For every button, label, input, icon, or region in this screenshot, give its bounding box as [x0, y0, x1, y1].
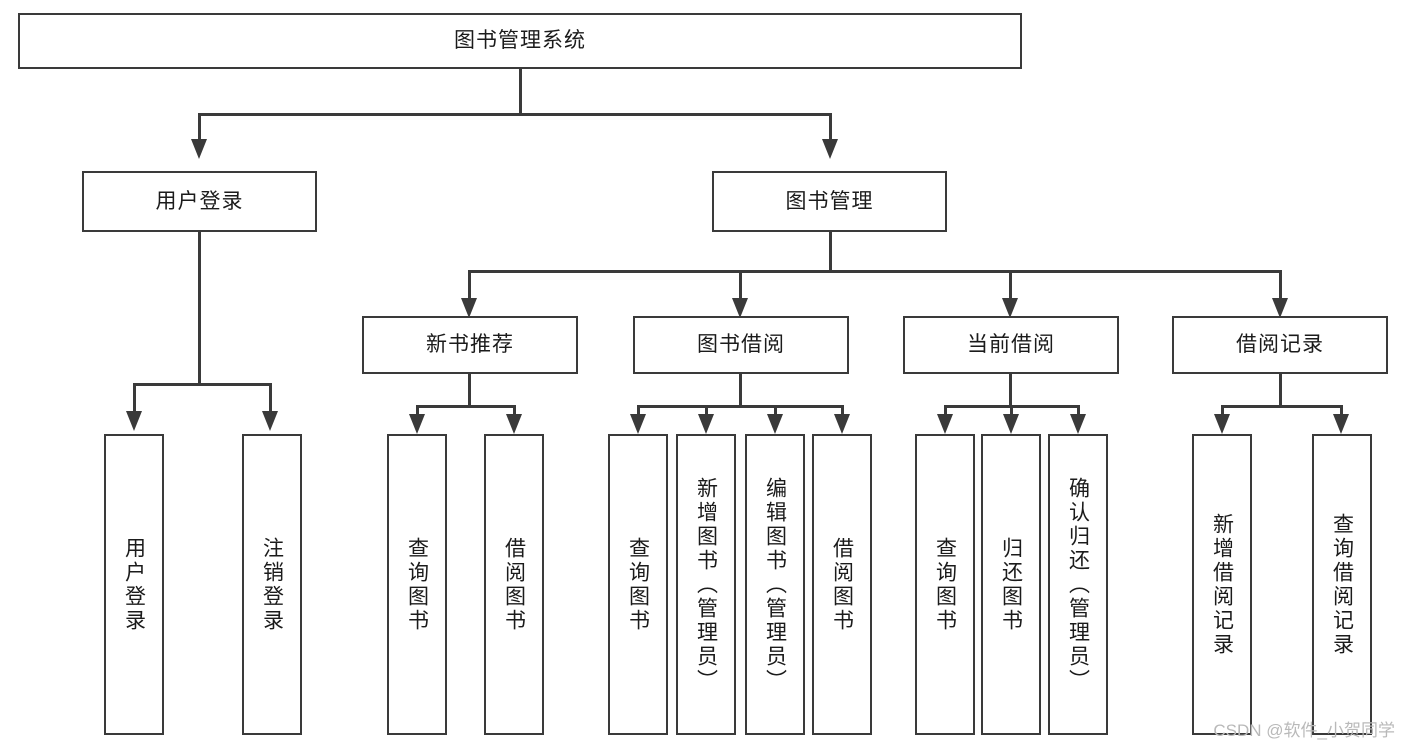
node-label: 查询图书: [933, 536, 957, 633]
leaf-edit-book-admin[interactable]: 编辑图书（管理员）: [745, 434, 805, 735]
arrow-down-icon: [191, 139, 207, 159]
edge-book-management-stem: [829, 232, 832, 272]
node-label: 图书管理: [785, 189, 874, 213]
node-label: 确认归还（管理员）: [1066, 476, 1090, 693]
leaf-user-login[interactable]: 用户登录: [104, 434, 164, 735]
node-book-borrow[interactable]: 图书借阅: [633, 316, 849, 374]
node-label: 图书借阅: [697, 333, 785, 357]
arrow-down-icon: [126, 411, 142, 431]
edge-drop-leaf: [705, 405, 708, 417]
arrow-down-icon: [262, 411, 278, 431]
node-label: 借阅图书: [502, 536, 526, 633]
arrow-down-icon: [732, 298, 748, 318]
leaf-logout[interactable]: 注销登录: [242, 434, 302, 735]
arrow-down-icon: [698, 414, 714, 434]
node-label: 查询借阅记录: [1330, 512, 1354, 657]
edge-root-stem: [519, 69, 522, 114]
leaf-add-book-admin[interactable]: 新增图书（管理员）: [676, 434, 736, 735]
edge-drop-user-login: [198, 113, 201, 141]
edge-user-login-bus: [133, 383, 271, 386]
node-label: 新增借阅记录: [1210, 512, 1234, 657]
edge-user-login-stem: [198, 232, 201, 385]
edge-level3-bus: [468, 270, 1282, 273]
node-label: 查询图书: [626, 536, 650, 633]
arrow-down-icon: [1214, 414, 1230, 434]
edge-drop-leaf: [513, 405, 516, 417]
node-label: 新书推荐: [426, 333, 514, 357]
edge-drop-leaf: [1077, 405, 1080, 417]
node-root-book-management-system[interactable]: 图书管理系统: [18, 13, 1022, 69]
csdn-watermark: CSDN @软件_小贺同学: [1213, 721, 1395, 740]
leaf-query-book-borrow[interactable]: 查询图书: [608, 434, 668, 735]
arrow-down-icon: [1002, 298, 1018, 318]
leaf-return-book[interactable]: 归还图书: [981, 434, 1041, 735]
node-user-login[interactable]: 用户登录: [82, 171, 317, 232]
arrow-down-icon: [937, 414, 953, 434]
node-label: 当前借阅: [967, 333, 1055, 357]
node-label: 用户登录: [155, 189, 244, 213]
edge-new-book-bus: [416, 405, 514, 408]
edge-drop-book-borrow: [739, 270, 742, 300]
arrow-down-icon: [506, 414, 522, 434]
arrow-down-icon: [1272, 298, 1288, 318]
node-book-management[interactable]: 图书管理: [712, 171, 947, 232]
arrow-down-icon: [409, 414, 425, 434]
edge-book-borrow-stem: [739, 374, 742, 407]
edge-drop-borrow-records: [1279, 270, 1282, 300]
node-label: 编辑图书（管理员）: [763, 476, 787, 693]
node-label: 用户登录: [122, 536, 146, 633]
edge-drop-leaf: [637, 405, 640, 417]
edge-borrow-records-stem: [1279, 374, 1282, 407]
leaf-confirm-return-admin[interactable]: 确认归还（管理员）: [1048, 434, 1108, 735]
arrow-down-icon: [834, 414, 850, 434]
node-label: 借阅记录: [1236, 333, 1324, 357]
node-label: 图书管理系统: [454, 29, 586, 53]
arrow-down-icon: [1333, 414, 1349, 434]
arrow-down-icon: [461, 298, 477, 318]
leaf-add-borrow-record[interactable]: 新增借阅记录: [1192, 434, 1252, 735]
edge-drop-leaf: [944, 405, 947, 417]
node-borrow-records[interactable]: 借阅记录: [1172, 316, 1388, 374]
node-label: 借阅图书: [830, 536, 854, 633]
edge-borrow-records-bus: [1221, 405, 1341, 408]
edge-new-book-stem: [468, 374, 471, 407]
edge-drop-leaf: [1010, 405, 1013, 417]
arrow-down-icon: [1003, 414, 1019, 434]
edge-book-borrow-bus: [637, 405, 843, 408]
edge-drop-leaf: [774, 405, 777, 417]
edge-drop-leaf: [1340, 405, 1343, 417]
leaf-query-book-recommend[interactable]: 查询图书: [387, 434, 447, 735]
edge-drop-book-management: [829, 113, 832, 141]
arrow-down-icon: [822, 139, 838, 159]
edge-current-borrow-stem: [1009, 374, 1012, 407]
leaf-query-borrow-record[interactable]: 查询借阅记录: [1312, 434, 1372, 735]
node-current-borrow[interactable]: 当前借阅: [903, 316, 1119, 374]
edge-drop-new-book: [468, 270, 471, 300]
leaf-query-book-current[interactable]: 查询图书: [915, 434, 975, 735]
arrow-down-icon: [630, 414, 646, 434]
edge-drop-leaf-user-login: [133, 383, 136, 413]
edge-drop-current-borrow: [1009, 270, 1012, 300]
leaf-borrow-book-recommend[interactable]: 借阅图书: [484, 434, 544, 735]
arrow-down-icon: [1070, 414, 1086, 434]
node-label: 新增图书（管理员）: [694, 476, 718, 693]
node-label: 查询图书: [405, 536, 429, 633]
node-label: 注销登录: [260, 536, 284, 633]
arrow-down-icon: [767, 414, 783, 434]
edge-drop-leaf: [416, 405, 419, 417]
leaf-borrow-book[interactable]: 借阅图书: [812, 434, 872, 735]
edge-drop-leaf: [841, 405, 844, 417]
edge-drop-leaf: [1221, 405, 1224, 417]
edge-drop-leaf-logout: [269, 383, 272, 413]
node-new-book-recommend[interactable]: 新书推荐: [362, 316, 578, 374]
node-label: 归还图书: [999, 536, 1023, 633]
edge-root-bus: [198, 113, 831, 116]
